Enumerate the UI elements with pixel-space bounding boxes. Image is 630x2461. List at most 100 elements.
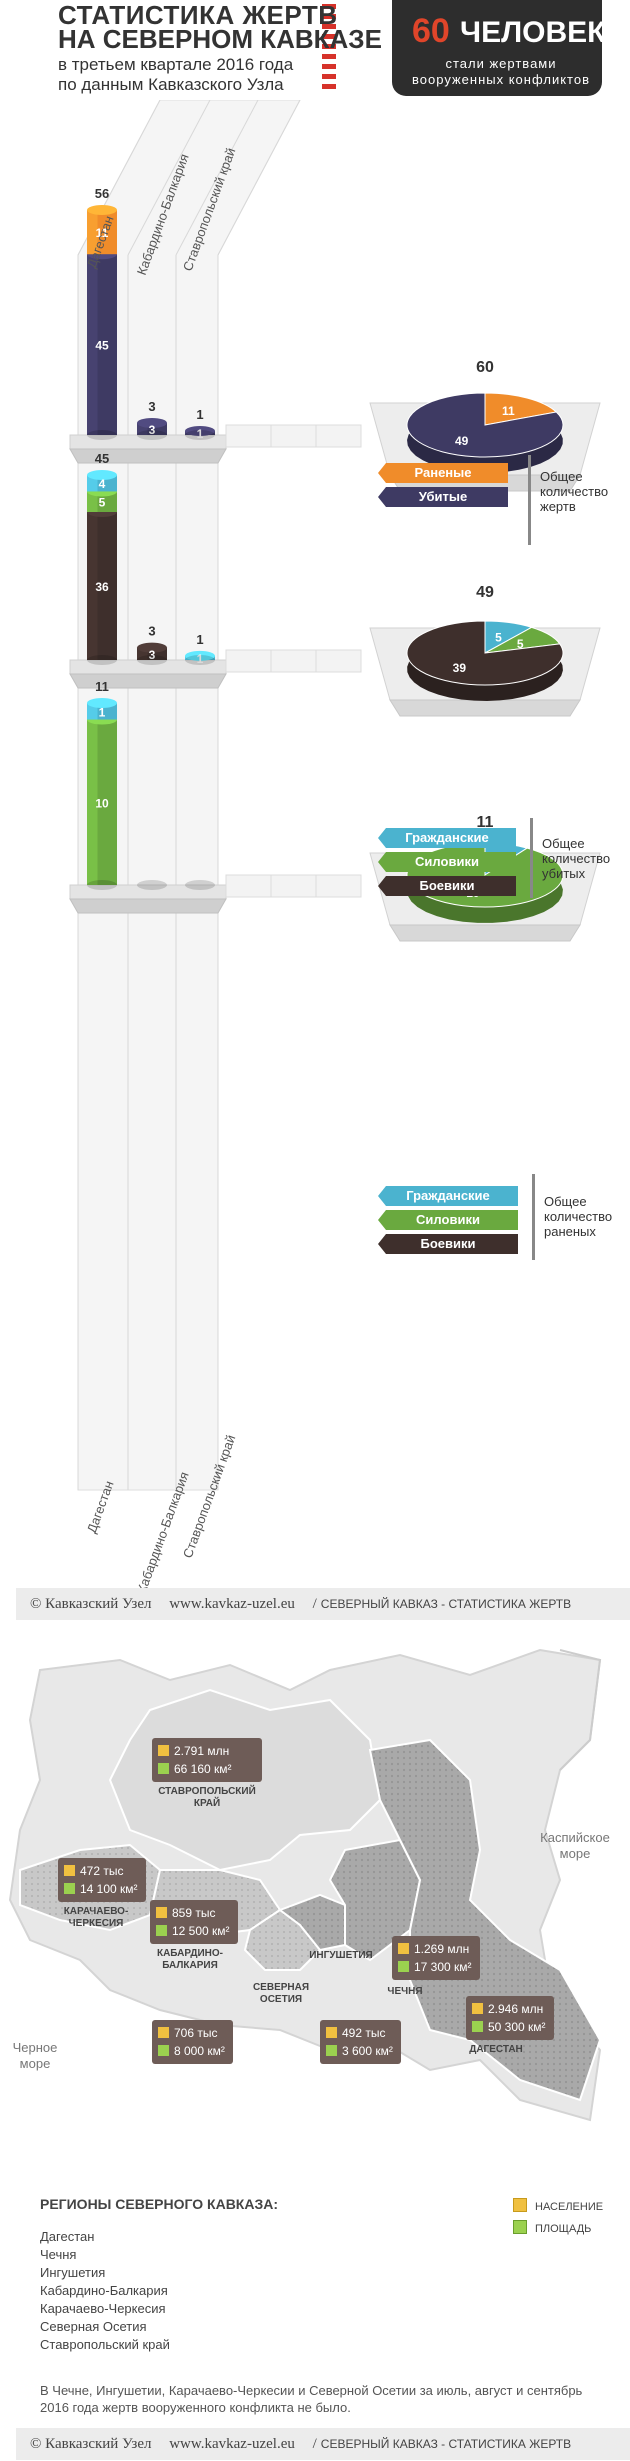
- bar-total-label: 3: [148, 399, 155, 414]
- population-icon: [156, 1907, 167, 1918]
- bar-platform-side: [69, 898, 227, 914]
- bar-highlight: [87, 254, 98, 435]
- bar-total-label: 56: [95, 186, 109, 201]
- header-stripes: [322, 4, 336, 92]
- legend-security-2: Силовики: [378, 1210, 518, 1230]
- ingushetia-label: ИНГУШЕТИЯ: [309, 1950, 373, 1961]
- area-icon: [156, 1925, 167, 1936]
- footer-top: © Кавказский Узел www.kavkaz-uzel.eu /СЕ…: [16, 1588, 630, 1620]
- population-icon: [472, 2003, 483, 2014]
- bar-highlight: [87, 512, 98, 660]
- bar-value-label: 5: [99, 496, 106, 510]
- bar-cap: [137, 642, 167, 653]
- legend-total-note: Общее количество жертв: [540, 469, 609, 514]
- black-sea-label: Черное море: [12, 2040, 58, 2071]
- bar-total-label: 3: [148, 624, 155, 639]
- bar-value-label: 10: [95, 796, 109, 810]
- footnote: В Чечне, Ингушетии, Карачаево-Черкесии и…: [40, 2383, 583, 2415]
- bar-highlight: [87, 210, 98, 255]
- pie-slice-label: 11: [502, 404, 515, 418]
- bar-shadow: [87, 430, 117, 440]
- pie-slice: [406, 620, 564, 686]
- footer-url[interactable]: www.kavkaz-uzel.eu: [169, 1596, 295, 1612]
- bar-cap: [137, 417, 167, 428]
- bar-highlight: [137, 422, 148, 435]
- regions-title: РЕГИОНЫ СЕВЕРНОГО КАВКАЗА:: [40, 2196, 278, 2212]
- region-item: Чечня: [40, 2247, 77, 2262]
- region-item: Северная Осетия: [40, 2319, 147, 2334]
- footer-section: СЕВЕРНЫЙ КАВКАЗ - СТАТИСТИКА ЖЕРТВ: [320, 1597, 572, 1611]
- bar-cap: [87, 470, 117, 480]
- area-icon: [158, 2045, 169, 2056]
- pie-slice-label: 49: [455, 434, 469, 448]
- page-subtitle: в третьем квартале 2016 года: [58, 55, 294, 74]
- bar-total-label: 45: [95, 451, 109, 466]
- bar-shadow: [137, 880, 167, 890]
- map-box-ingushetia: 492 тыс 3 600 км²: [320, 2020, 401, 2064]
- pie-slice-label: 39: [453, 661, 467, 675]
- map-box-karachay: 472 тыс 14 100 км² КАРАЧАЕВО-ЧЕРКЕСИЯ: [58, 1858, 146, 1930]
- bar-cap: [87, 698, 117, 708]
- connector-grid: [270, 424, 317, 448]
- population-icon: [158, 2027, 169, 2038]
- pie-slice: [406, 392, 564, 458]
- pie-slice-label: 5: [495, 630, 502, 644]
- bar-value-label: 1: [197, 427, 204, 441]
- dagestan-area: 50 300 км²: [488, 2020, 546, 2034]
- pie-slice-label: 5: [517, 637, 524, 651]
- area-icon: [472, 2021, 483, 2032]
- region-item: Карачаево-Черкесия: [40, 2301, 166, 2316]
- chechnya-label: ЧЕЧНЯ: [387, 1986, 423, 1997]
- bar-value-label: 1: [99, 705, 106, 719]
- bar-cap: [185, 425, 215, 436]
- bar-shadow: [137, 430, 167, 440]
- legend-security: Силовики: [378, 852, 516, 872]
- bar-shadow: [137, 655, 167, 665]
- bar-shadow: [185, 655, 215, 665]
- area-icon: [64, 1883, 75, 1894]
- legend-militants-2: Боевики: [378, 1234, 518, 1254]
- region-item: Кабардино-Балкария: [40, 2283, 168, 2298]
- legend-killed: Убитые: [378, 487, 508, 507]
- chechnya-population: 1.269 млн: [414, 1942, 470, 1956]
- connector-grid: [225, 874, 272, 898]
- bar-value-label: 45: [95, 339, 109, 353]
- population-legend-label: НАСЕЛЕНИЕ: [535, 2201, 604, 2213]
- column-divider-top: [175, 100, 259, 256]
- bar-shadow: [185, 880, 215, 890]
- stavropol-area: 66 160 км²: [174, 1762, 232, 1776]
- area-legend-icon: [513, 2220, 527, 2234]
- ossetia-area: 8 000 км²: [174, 2044, 225, 2058]
- bar-cap: [185, 650, 215, 661]
- region-item: Дагестан: [40, 2229, 95, 2244]
- connector-grid: [270, 874, 317, 898]
- map-box-stavropol: 2.791 млн 66 160 км² СТАВРОПОЛЬСКИЙ КРАЙ: [152, 1738, 262, 1810]
- connector-grid: [270, 649, 317, 673]
- bar-platform-side: [69, 673, 227, 689]
- dagestan-population: 2.946 млн: [488, 2002, 544, 2016]
- total-badge: 60 ЧЕЛОВЕК стали жертвами вооруженных ко…: [392, 0, 605, 96]
- karachay-population: 472 тыс: [80, 1864, 124, 1878]
- legend-wounded: Раненые: [378, 463, 508, 483]
- pie-slice: [484, 392, 558, 426]
- column-divider-top: [127, 100, 211, 256]
- connector-grid: [225, 424, 272, 448]
- bar-highlight: [87, 703, 98, 720]
- ossetia-population: 706 тыс: [174, 2026, 218, 2040]
- caspian-sea-label: Каспийское море: [540, 1830, 610, 1861]
- bar-value-label: 3: [149, 648, 156, 662]
- dagestan-label: ДАГЕСТАН: [469, 2044, 523, 2055]
- page-subtitle-line2: по данным Кавказского Узла: [58, 75, 284, 94]
- bar-highlight: [137, 647, 148, 660]
- bar-value-label: 3: [149, 423, 156, 437]
- regions-list: Дагестан Чечня Ингушетия Кабардино-Балка…: [40, 2228, 170, 2354]
- footer-section-2: СЕВЕРНЫЙ КАВКАЗ - СТАТИСТИКА ЖЕРТВ: [320, 2437, 572, 2451]
- bar-total-label: 1: [196, 632, 203, 647]
- footer-url-2[interactable]: www.kavkaz-uzel.eu: [169, 2436, 295, 2452]
- badge-description: стали жертвами вооруженных конфликтов: [412, 56, 590, 87]
- pie-platform-side: [389, 924, 581, 942]
- pie-total-label: 11: [477, 814, 494, 831]
- map-legend: НАСЕЛЕНИЕ ПЛОЩАДЬ: [513, 2196, 603, 2240]
- legend-civilians-2: Гражданские: [378, 1186, 518, 1206]
- map-box-dagestan: 2.946 млн 50 300 км² ДАГЕСТАН: [466, 1996, 554, 2056]
